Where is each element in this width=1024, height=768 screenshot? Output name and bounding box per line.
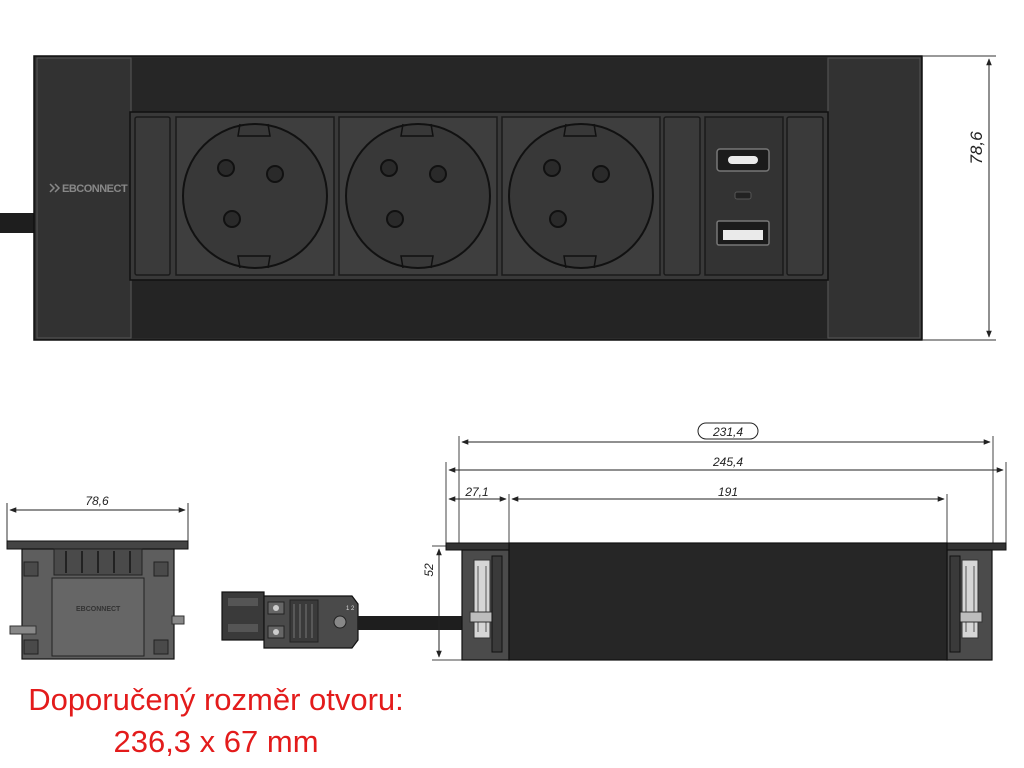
- blank-cover-middle: [663, 116, 701, 276]
- bottom-view: 231,4 245,4 27,1 191 52: [422, 422, 1007, 661]
- offset-dimension-label: 27,1: [464, 485, 488, 499]
- overall-dimension-label: 231,4: [712, 425, 743, 439]
- schuko-socket-2: [338, 116, 498, 276]
- gst-connector: 1 2: [221, 591, 468, 649]
- height-dimension: 78,6: [922, 55, 996, 341]
- connector-marking: 1 2: [346, 606, 355, 612]
- overall-dimension-badge: [697, 422, 759, 440]
- connector-cable: [358, 616, 468, 630]
- side-clamp-left: [9, 625, 37, 635]
- power-cable: [0, 213, 40, 233]
- side-logo-text: EBCONNECT: [76, 606, 121, 613]
- right-clamp: [961, 559, 979, 639]
- schuko-socket-3: [501, 116, 661, 276]
- left-clamp: [473, 559, 491, 639]
- cutout-caption-line1: Doporučený rozměr otvoru:: [28, 682, 404, 717]
- top-strip: [132, 58, 827, 112]
- side-clamp-right: [171, 615, 185, 625]
- logo-text: EBCONNECT: [62, 183, 128, 195]
- right-end-cap: [827, 57, 921, 339]
- blank-cover-left: [134, 116, 171, 276]
- height-52-label: 52: [422, 563, 436, 577]
- bottom-body: [508, 542, 948, 661]
- left-end-cap: [36, 57, 132, 339]
- side-width-label: 78,6: [85, 494, 109, 508]
- usb-module: [704, 116, 784, 276]
- height-dimension-label: 78,6: [967, 131, 986, 165]
- side-flange: [6, 540, 189, 550]
- status-led: [734, 191, 752, 200]
- front-view: EBCONNECT 78,6: [0, 55, 996, 341]
- body-dimension-label: 191: [718, 485, 738, 499]
- flange-dimension-label: 245,4: [712, 455, 743, 469]
- side-view: 78,6 EBCONNECT: [6, 494, 189, 660]
- bottom-strip: [132, 280, 827, 338]
- blank-cover-right: [786, 116, 824, 276]
- brand-logo: EBCONNECT: [49, 183, 128, 195]
- cutout-caption-line2: 236,3 x 67 mm: [113, 724, 319, 759]
- schuko-socket-1: [175, 116, 335, 276]
